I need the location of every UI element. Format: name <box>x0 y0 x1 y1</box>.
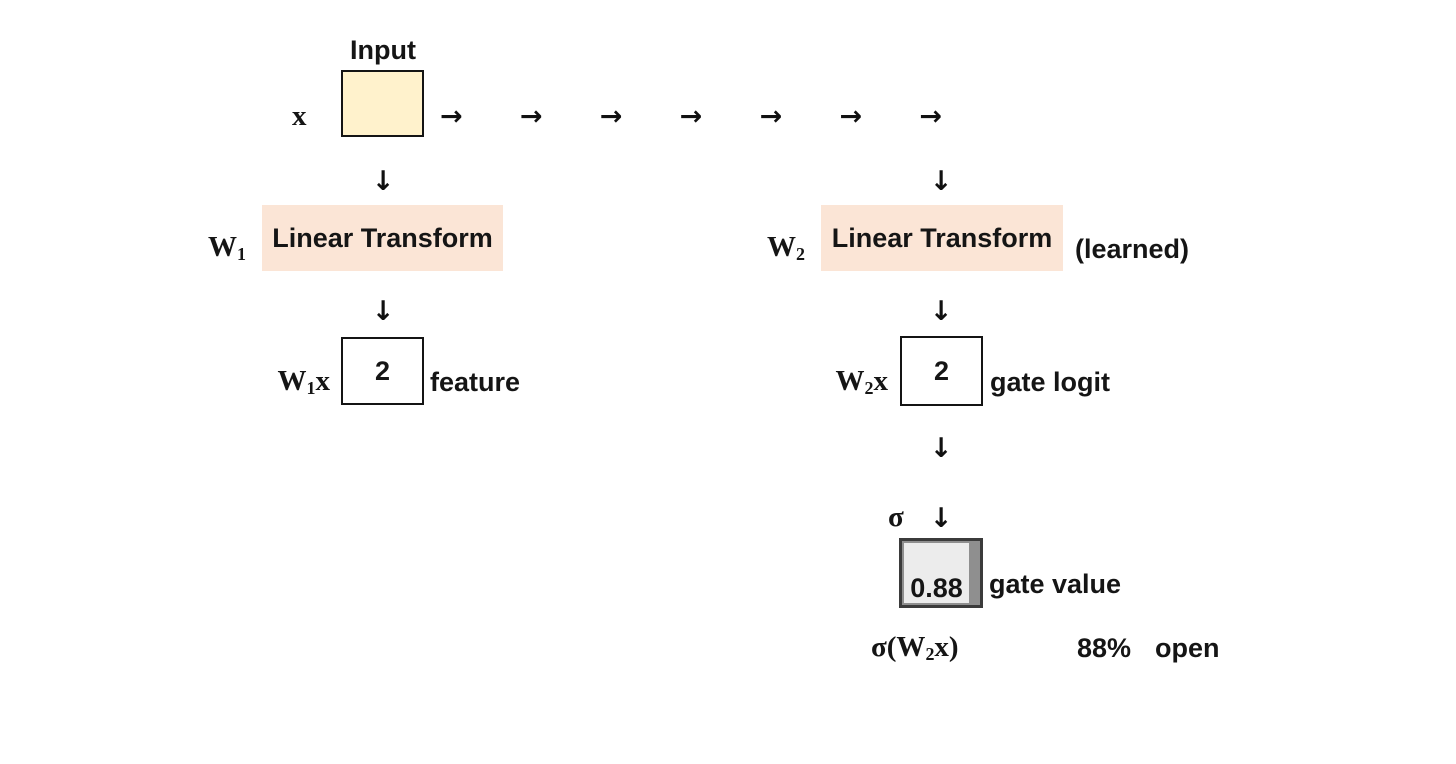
flow-down-arrow-icon: ↓ <box>929 166 953 197</box>
flow-right-arrow-icon: → <box>759 101 783 132</box>
flow-right-arrow-icon: → <box>839 101 863 132</box>
feature-value: 2 <box>374 356 391 386</box>
percent-open-label: 88% open <box>1077 632 1220 664</box>
gate-value-text: 0.88 <box>910 573 963 603</box>
gate-value-caption: gate value <box>989 569 1122 599</box>
feature-caption: feature <box>430 367 521 397</box>
flow-down-arrow-icon: ↓ <box>371 166 395 197</box>
flow-right-arrow-icon: → <box>679 101 703 132</box>
sigma-label: σ <box>888 501 904 533</box>
flow-down-arrow-icon: ↓ <box>929 296 953 327</box>
gate-logit-caption: gate logit <box>990 367 1110 397</box>
flow-right-arrow-icon: → <box>440 101 463 132</box>
percent-value: 88% <box>1077 633 1132 663</box>
gate-open-fill <box>904 543 969 603</box>
flow-down-arrow-icon: ↓ <box>371 296 395 327</box>
flow-arrow-row: → → → → → → → <box>440 98 942 136</box>
input-box <box>341 70 424 137</box>
linear-transform-1-label: Linear Transform <box>272 223 493 253</box>
input-title: Input <box>350 35 416 65</box>
gate-value-box: 0.88 <box>899 538 983 608</box>
flow-right-arrow-icon: → <box>919 101 942 132</box>
flow-down-arrow-icon: ↓ <box>929 433 953 464</box>
percent-caption: open <box>1155 633 1220 663</box>
input-symbol-label: x <box>292 100 307 132</box>
w2x-label: W2x <box>835 365 888 399</box>
feature-value-box: 2 <box>341 337 424 405</box>
linear-transform-2-label: Linear Transform <box>831 223 1053 253</box>
sigma-formula-label: σ(W2x) <box>871 631 959 665</box>
learned-note: (learned) <box>1075 234 1190 264</box>
flow-right-arrow-icon: → <box>519 101 543 132</box>
flow-right-arrow-icon: → <box>599 101 623 132</box>
gate-logit-value-box: 2 <box>900 336 983 406</box>
flow-down-arrow-icon: ↓ <box>929 503 953 534</box>
w1-label: W1 <box>208 231 246 265</box>
linear-transform-2-box: Linear Transform <box>821 205 1063 271</box>
gate-logit-value: 2 <box>933 356 950 386</box>
linear-transform-1-box: Linear Transform <box>262 205 503 271</box>
w1x-label: W1x <box>277 365 330 399</box>
w2-label: W2 <box>767 231 805 265</box>
